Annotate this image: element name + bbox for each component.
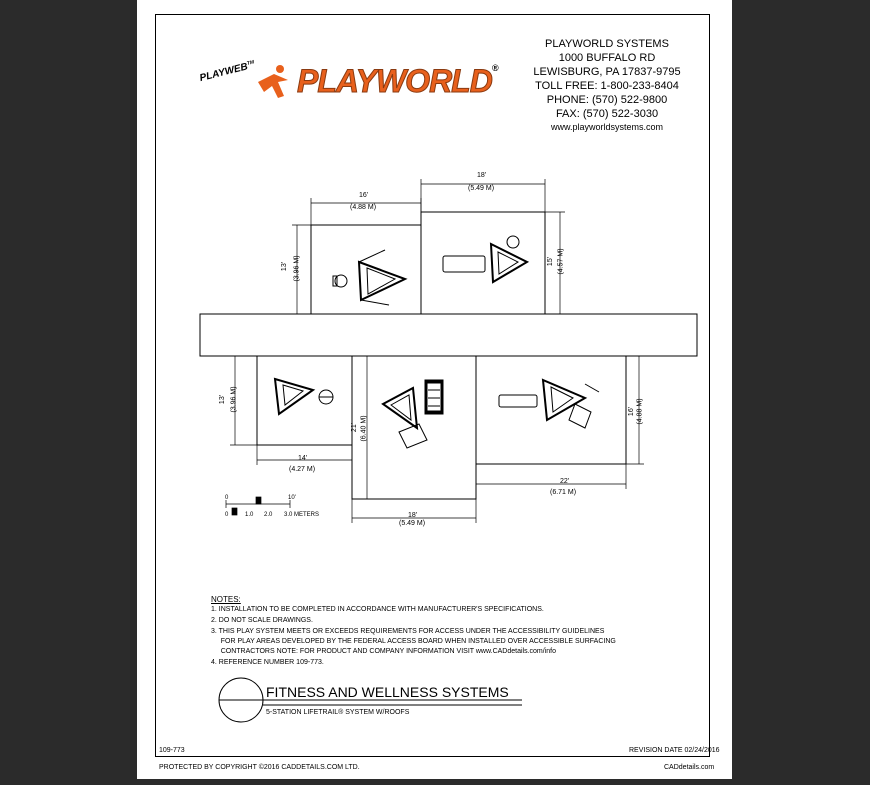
scale-meters-1: 1.0 bbox=[245, 512, 254, 518]
station-bottom-left bbox=[273, 377, 316, 416]
dim-bottom-right-width: 22' bbox=[560, 478, 570, 485]
dim-top-left-width: 16' bbox=[359, 192, 369, 199]
pad-bottom-mid bbox=[351, 355, 477, 500]
dim-top-left-height-m: (3.96 M) bbox=[293, 255, 301, 282]
revision-date: REVISION DATE 02/24/2016 bbox=[629, 747, 720, 754]
dim-top-right-width-m: (5.49 M) bbox=[468, 185, 495, 192]
dim-bottom-right-height-m: (4.88 M) bbox=[636, 398, 644, 425]
caddetails-link[interactable]: CADdetails.com bbox=[664, 764, 715, 771]
company-city: LEWISBURG, PA 17837-9795 bbox=[533, 66, 681, 78]
note-3-cont-1: FOR PLAY AREAS DEVELOPED BY THE FEDERAL … bbox=[211, 638, 616, 645]
drawing-sheet: PLAYWEBTM PLAYWORLD® PLAYWORLD SYSTEMS 1… bbox=[137, 0, 732, 779]
site-plan bbox=[199, 179, 698, 723]
company-website: www.playworldsystems.com bbox=[550, 122, 664, 132]
dim-top-right-height-m: (4.57 M) bbox=[557, 248, 565, 275]
station-top-right-bench bbox=[442, 255, 486, 273]
copyright: PROTECTED BY COPYRIGHT ©2016 CADDETAILS.… bbox=[159, 764, 360, 771]
scale-feet-end: 10' bbox=[288, 495, 296, 501]
note-3-cont-2: CONTRACTORS NOTE: FOR PRODUCT AND COMPAN… bbox=[211, 648, 556, 655]
scale-meters-start: 0 bbox=[225, 512, 229, 518]
dim-bottom-left-width: 14' bbox=[298, 455, 308, 462]
dim-top-right-height: 15' bbox=[547, 256, 555, 267]
dim-top-left-height: 13' bbox=[281, 261, 289, 272]
pad-top-right bbox=[420, 211, 546, 315]
dim-bottom-right-height: 16' bbox=[628, 406, 636, 417]
dim-bottom-left-height: 13' bbox=[219, 394, 227, 405]
company-fax: FAX: (570) 522-3030 bbox=[555, 108, 659, 120]
company-phone: PHONE: (570) 522-9800 bbox=[546, 94, 668, 106]
scale-meters-2: 2.0 bbox=[264, 512, 273, 518]
company-street: 1000 BUFFALO RD bbox=[558, 52, 656, 64]
drawing-subtitle: 5-STATION LIFETRAIL® SYSTEM W/ROOFS bbox=[266, 709, 410, 716]
playworld-logo: PLAYWORLD® bbox=[297, 63, 499, 100]
note-3: 3. THIS PLAY SYSTEM MEETS OR EXCEEDS REQ… bbox=[211, 628, 605, 635]
title-block-symbol bbox=[218, 677, 522, 723]
company-toll-free: TOLL FREE: 1-800-233-8404 bbox=[535, 80, 679, 92]
note-1: 1. INSTALLATION TO BE COMPLETED IN ACCOR… bbox=[211, 606, 544, 613]
dim-bottom-mid-width: 18' bbox=[408, 512, 418, 519]
drawing-title: FITNESS AND WELLNESS SYSTEMS bbox=[266, 684, 509, 700]
pad-bottom-left bbox=[256, 355, 353, 446]
station-bottom-mid bbox=[381, 386, 419, 431]
walkway-bar bbox=[199, 313, 698, 357]
dim-top-right-width: 18' bbox=[477, 172, 487, 179]
dim-bottom-right-width-m: (6.71 M) bbox=[550, 489, 577, 496]
dim-bottom-mid-height-m: (6.40 M) bbox=[360, 415, 368, 442]
note-4: 4. REFERENCE NUMBER 109-773. bbox=[211, 659, 324, 666]
station-bottom-right bbox=[541, 378, 588, 422]
dim-top-left-width-m: (4.88 M) bbox=[350, 204, 377, 211]
dim-bottom-mid-width-m: (5.49 M) bbox=[399, 520, 426, 527]
sheet-border bbox=[155, 14, 710, 757]
note-2: 2. DO NOT SCALE DRAWINGS. bbox=[211, 617, 313, 624]
scale-bar bbox=[225, 496, 291, 516]
playworld-figure-icon bbox=[258, 65, 288, 98]
dim-bottom-left-width-m: (4.27 M) bbox=[289, 466, 316, 473]
notes-heading: NOTES: bbox=[211, 595, 241, 604]
dim-bottom-mid-height: 21' bbox=[351, 422, 359, 433]
station-bottom-right-bench bbox=[498, 394, 538, 408]
company-name: PLAYWORLD SYSTEMS bbox=[545, 38, 669, 50]
reference-number: 109-773 bbox=[159, 747, 185, 754]
station-top-right bbox=[489, 242, 530, 284]
dim-bottom-left-height-m: (3.96 M) bbox=[230, 386, 238, 413]
pad-bottom-right bbox=[475, 355, 627, 465]
scale-feet-start: 0 bbox=[225, 495, 229, 501]
scale-meters-3: 3.0 METERS bbox=[284, 512, 320, 518]
station-top-left bbox=[357, 260, 408, 302]
